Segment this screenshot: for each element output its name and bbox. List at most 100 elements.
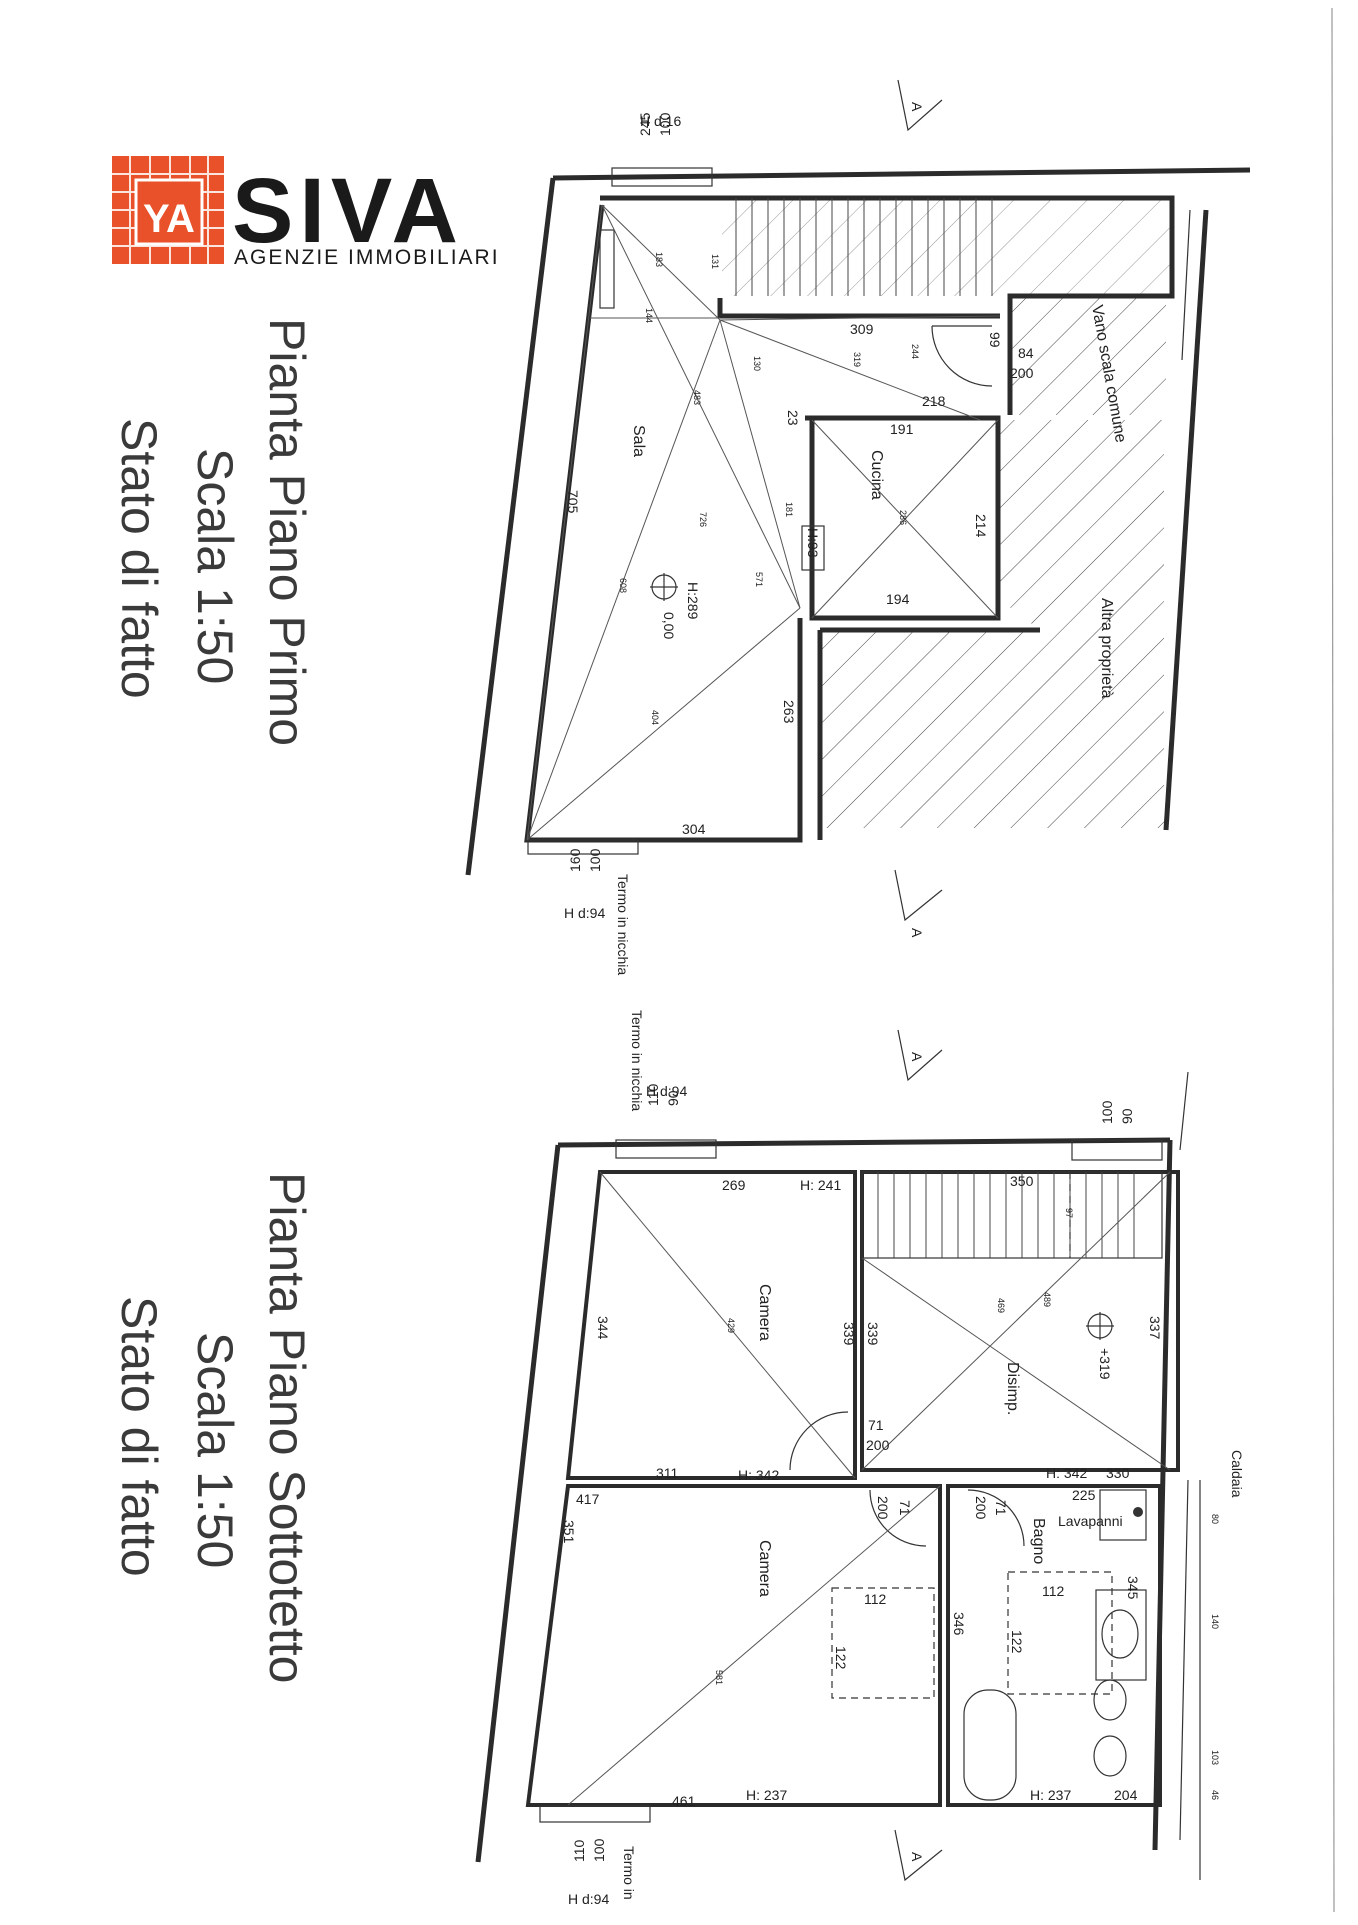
primo-termo: Termo in nicchia [615,874,631,975]
sotto-h237b: H: 237 [1030,1787,1071,1803]
room-caldaia: Caldaia [1229,1450,1245,1498]
logo-brand-text: SIVA [232,160,464,262]
wall-right-inner [1181,209,1191,361]
dim-286: 286 [898,510,908,525]
room-cucina: Cucina [868,450,885,500]
sotto-section-top: A [909,1052,925,1062]
dim-100b: 100 [587,848,603,872]
siva-logo: YA SIVA AGENZIE IMMOBILIARI [112,156,500,269]
logo-tagline: AGENZIE IMMOBILIARI [234,246,500,269]
primo-section-top: A [909,102,925,112]
dim-84: 84 [1018,345,1034,361]
dim-200: 200 [1010,365,1034,381]
door-arc-camera1 [789,1411,849,1471]
bidet [1093,1735,1127,1777]
logo-mark-text: YA [143,197,195,241]
sottotetto-scale: Scala 1:50 [187,1332,243,1568]
sotto-quota: +319 [1097,1348,1113,1380]
dim-160: 160 [567,848,583,872]
dim-350: 350 [1010,1173,1034,1189]
dim-183: 183 [654,252,664,267]
dim-200-a: 200 [866,1437,890,1453]
dim-100-right: 100 [1099,1100,1115,1124]
wall-top [552,167,1251,181]
dim-71-c: 71 [993,1500,1009,1516]
section-marker-top [897,79,943,132]
bagno-dashed-zone [1007,1571,1113,1695]
dim-245: 245 [637,112,653,136]
wall-stair [600,195,1175,415]
sheet-edge-line [1331,7,1335,1913]
sotto-window-top [615,1139,717,1159]
sotto-hd-top: H d:94 [646,1083,687,1099]
wall-left [465,177,556,876]
dim-130: 130 [752,356,762,371]
sotto-section-marker-bottom [894,1829,943,1882]
dim-705: 705 [565,490,581,514]
dim-103: 103 [1210,1750,1220,1765]
plan-sottotetto: Camera Camera Disimp. Bagno Lavapanni Ca… [475,1010,1245,1907]
dim-483: 483 [692,390,702,405]
door-arc-camera2 [869,1489,927,1547]
dim-339-a: 339 [841,1322,857,1346]
room-sala: Sala [630,425,647,457]
plan-primo: Sala Cucina Vano scala comune Altra prop… [465,79,1251,975]
dim-90: 90 [665,1090,681,1106]
dim-46: 46 [1210,1790,1220,1800]
dim-417: 417 [576,1491,600,1507]
sottotetto-title: Pianta Piano Sottotetto [259,1172,315,1683]
primo-h-sala: H:289 [685,582,701,620]
primo-title-block: Pianta Piano Primo Scala 1:50 Stato di f… [111,318,315,746]
sala-outline [524,204,803,843]
primo-hd-top: H d:16 [640,113,681,129]
dim-244: 244 [910,344,920,359]
dim-726: 726 [698,512,708,527]
sotto-section-bottom: A [909,1852,925,1862]
toilet [1093,1679,1127,1721]
dim-330: 330 [1106,1465,1130,1481]
dim-608: 608 [618,578,628,593]
dim-263: 263 [781,700,797,724]
dim-304: 304 [682,821,706,837]
disimp-outline [860,1170,1180,1472]
room-disimp: Disimp. [1004,1362,1021,1415]
sotto-wall-right [1152,1139,1173,1851]
dim-218: 218 [922,393,946,409]
dim-99: 99 [987,332,1003,348]
dim-489: 489 [1042,1292,1052,1307]
primo-section-bottom: A [909,928,925,938]
sotto-wall-right-outer [1179,1479,1189,1841]
dim-461: 461 [672,1793,696,1809]
primo-quota: 0,00 [661,612,677,639]
dim-112-b: 112 [1042,1583,1065,1599]
sotto-window-right [1071,1139,1163,1161]
dim-200-b: 200 [875,1496,891,1520]
lavapanni-unit [1099,1489,1147,1541]
bathtub [963,1689,1017,1801]
dim-191: 191 [890,421,914,437]
dim-100-bottom: 100 [591,1838,607,1862]
room-bagno: Bagno [1030,1518,1047,1564]
room-camera-2: Camera [756,1540,773,1597]
sotto-termo-top: Termo in nicchia [629,1010,645,1111]
dim-112-a: 112 [864,1591,887,1607]
wall-kitchen-top [717,298,1000,319]
sotto-wall-top [557,1137,1171,1148]
stair-hatch [722,198,1172,296]
sotto-h237a: H: 237 [746,1787,787,1803]
camera2-outline [525,1484,942,1807]
altra-proprieta-hatch [822,420,1164,828]
dim-100: 100 [657,112,673,136]
sotto-section-marker-top [897,1029,943,1082]
primo-hd-bottom: H d:94 [564,905,605,921]
dim-181: 181 [784,502,794,517]
dim-71-a: 71 [868,1417,884,1433]
window-top [611,167,713,187]
primo-title: Pianta Piano Primo [259,318,315,746]
dim-97: 97 [1064,1208,1074,1218]
primo-scale: Scala 1:50 [187,448,243,684]
washbasin [1101,1609,1139,1659]
room-camera-1: Camera [756,1284,773,1341]
sotto-termo-bottom: Termo in [621,1846,637,1900]
